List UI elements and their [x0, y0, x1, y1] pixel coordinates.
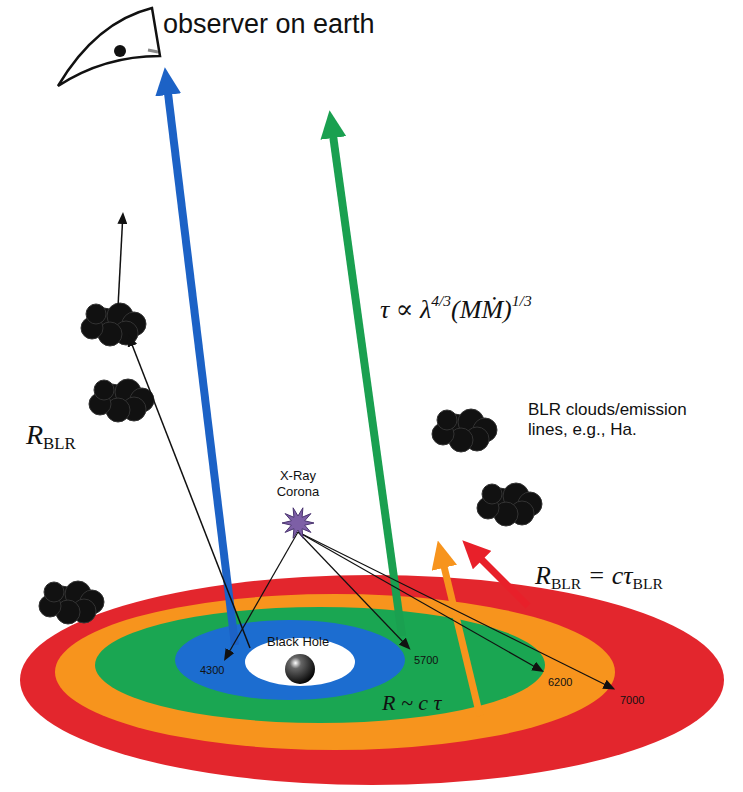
- disk-ring: 5700 4300: [95, 607, 545, 723]
- ring-shape: [175, 620, 405, 700]
- ring-fill: [175, 620, 405, 700]
- green-light-arrow: [332, 128, 402, 636]
- disk-ring: 4300: [175, 620, 405, 700]
- blr-relation: RBLR = cτBLR: [535, 560, 663, 593]
- wavelength-number: 7000: [620, 694, 644, 707]
- corona-label: X-Ray Corona: [266, 468, 330, 499]
- blr-cloud: [81, 303, 146, 346]
- corona-star: [282, 508, 314, 538]
- radius-relation: R ~ c τ: [382, 690, 441, 716]
- black-hole-label: Black Hole: [267, 634, 329, 650]
- ring-fill: [20, 575, 724, 785]
- eye-symbol: [58, 8, 160, 86]
- blue-light-arrow: [167, 85, 235, 645]
- ring-shape: [95, 607, 545, 723]
- ring-fill: [95, 607, 545, 723]
- observer-label: observer on earth: [163, 8, 375, 40]
- wavelength-number: 4300: [200, 664, 224, 677]
- blr-cloud: [432, 409, 497, 452]
- blr-cloud: [39, 581, 104, 624]
- blr-cloud: [89, 379, 154, 422]
- ring-fill: [55, 594, 615, 750]
- disk-ring: 7000 6200 5700 4300: [20, 575, 724, 785]
- blr-radius-label: RBLR: [26, 418, 76, 454]
- blr-cloud: [477, 483, 542, 526]
- eye-pupil: [114, 45, 126, 57]
- lag-formula: τ ∝ λ4/3(MṀ)1/3: [380, 292, 532, 325]
- disk-ring: 6200 5700 4300: [55, 594, 615, 750]
- blr-note: BLR clouds/emission lines, e.g., Ha.: [528, 400, 728, 441]
- ring-shape: [55, 594, 615, 750]
- cloud-light-arrow: [118, 220, 123, 307]
- wavelength-number: 6200: [548, 676, 572, 689]
- black-hole-sphere: [285, 654, 315, 684]
- eye-shade: [148, 50, 158, 52]
- ring-shape: [20, 575, 724, 785]
- wavelength-number: 5700: [414, 654, 438, 667]
